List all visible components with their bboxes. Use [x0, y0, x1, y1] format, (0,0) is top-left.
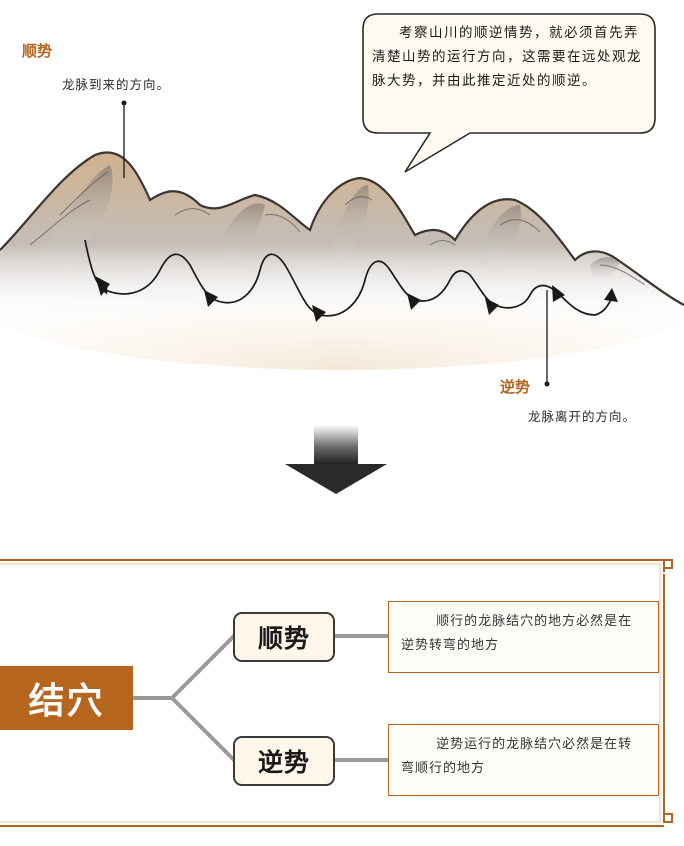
- shunshi-desc: 龙脉到来的方向。: [62, 77, 171, 92]
- down-arrow-icon: [285, 425, 387, 494]
- root-label: 结穴: [28, 681, 105, 722]
- shunshi-label: 顺势: [22, 42, 53, 60]
- diagram-frame: [0, 559, 673, 827]
- root-node: 结穴: [0, 666, 133, 730]
- branch-shunshi-desc: 顺行的龙脉结穴的地方必然是在逆势转弯的地方: [401, 614, 633, 653]
- branch-shunshi-desc-box: 顺行的龙脉结穴的地方必然是在逆势转弯的地方: [388, 601, 659, 673]
- mountain-illustration: [0, 13, 684, 494]
- branch-nishi-desc-box: 逆势运行的龙脉结穴必然是在转弯顺行的地方: [388, 724, 659, 796]
- branch-nishi-pill: 逆势: [233, 736, 335, 786]
- flow-path: [84, 239, 613, 317]
- speech-bubble-text: 考察山川的顺逆情势，就必须首先弄清楚山势的运行方向，这需要在远处观龙脉大势，并由…: [372, 25, 642, 89]
- speech-bubble-shape: [362, 13, 656, 173]
- nishi-desc: 龙脉离开的方向。: [528, 409, 637, 424]
- branch-nishi-desc: 逆势运行的龙脉结穴必然是在转弯顺行的地方: [401, 737, 633, 776]
- nishi-label: 逆势: [500, 378, 531, 396]
- flow-arrow-icon: [95, 272, 618, 322]
- branch-shunshi-pill: 顺势: [233, 612, 335, 662]
